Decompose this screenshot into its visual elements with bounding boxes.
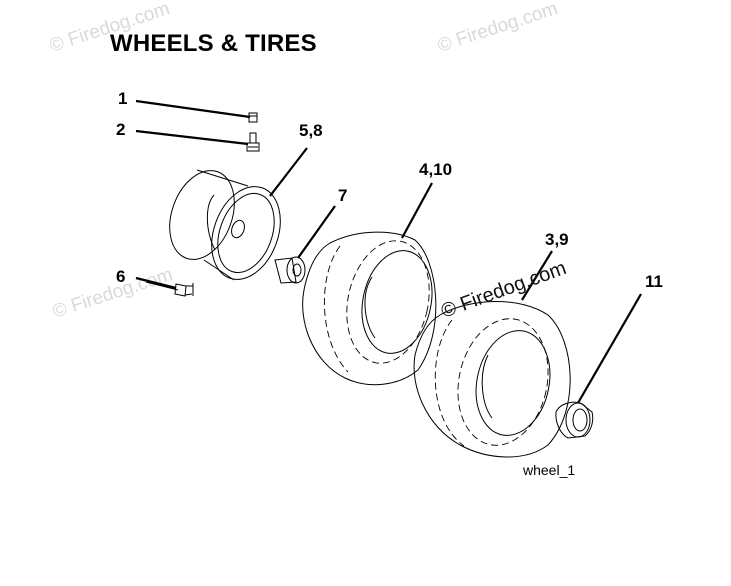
- watermark-top-left: © Firedog.com: [47, 0, 172, 57]
- page-title: WHEELS & TIRES: [110, 30, 317, 57]
- rim-part: [169, 169, 281, 281]
- callout-4-10: 4,10: [419, 160, 452, 179]
- watermark-overlay: © Firedog.com: [438, 257, 569, 323]
- callout-7: 7: [338, 186, 347, 205]
- callout-3-9: 3,9: [545, 230, 569, 249]
- valve-stem-part: [246, 132, 260, 152]
- callout-11: 11: [645, 272, 663, 291]
- callout-5-8: 5,8: [299, 121, 323, 140]
- valve-cap-part: [248, 112, 258, 123]
- lug-bolt-part: [145, 281, 194, 297]
- callout-1: 1: [118, 89, 127, 108]
- callout-2: 2: [116, 120, 125, 139]
- watermark-top-right: © Firedog.com: [435, 0, 560, 57]
- hub-cap-part: [555, 401, 594, 439]
- front-tire-part: [302, 231, 437, 386]
- leader-lines: [135, 99, 642, 404]
- rear-tire-part: [413, 301, 571, 458]
- callout-labels: 1 2 5,8 7 4,10 6 3,9 11: [116, 89, 663, 291]
- watermark-mid-left: © Firedog.com: [50, 264, 175, 323]
- figure-label: wheel_1: [522, 462, 575, 478]
- bushing-part: [274, 256, 306, 284]
- callout-6: 6: [116, 267, 125, 286]
